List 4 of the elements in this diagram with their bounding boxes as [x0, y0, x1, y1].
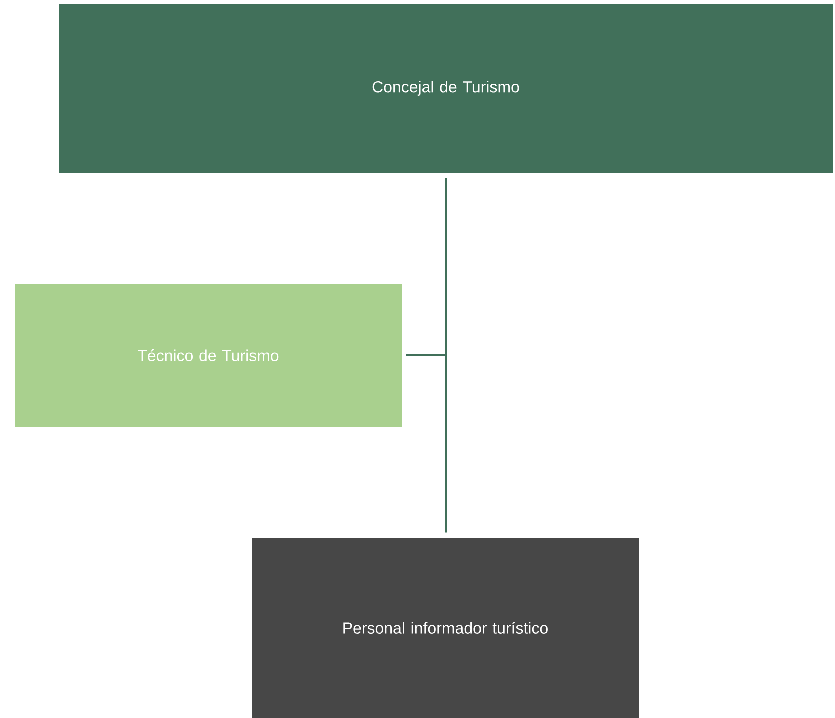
org-box: Personal informador turístico: [252, 538, 639, 718]
connector-line: [445, 178, 447, 533]
org-box: Técnico de Turismo: [15, 284, 402, 427]
org-box: Concejal de Turismo: [59, 4, 833, 173]
